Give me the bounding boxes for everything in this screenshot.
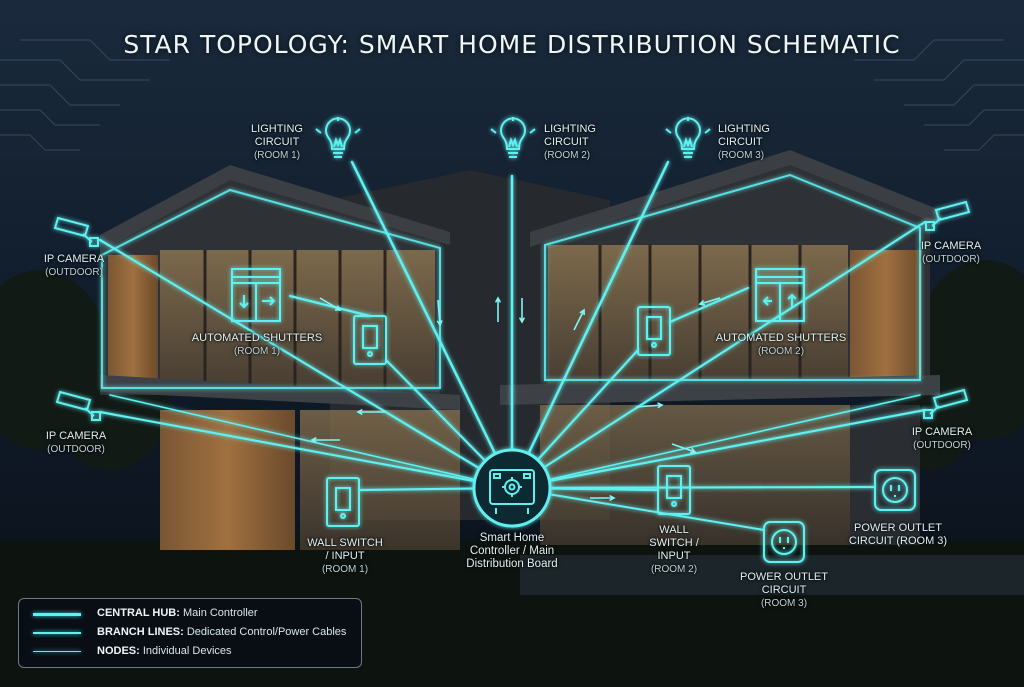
flow-arrowhead — [609, 494, 616, 502]
flow-arrowhead — [657, 402, 664, 409]
branch-camera-ur — [510, 220, 927, 490]
switch-room2-label: WALL SWITCH / INPUT(ROOM 2) — [649, 524, 699, 575]
flow-arrowhead — [334, 305, 342, 311]
legend-line-medium — [33, 632, 81, 634]
security-camera-icon[interactable] — [55, 390, 101, 421]
flow-arrow — [319, 297, 341, 311]
shutter-window-icon[interactable] — [231, 268, 281, 322]
shutters-room2-label: AUTOMATED SHUTTERS(ROOM 2) — [715, 332, 847, 357]
flow-arrow — [635, 404, 663, 408]
flow-arrow — [671, 443, 696, 453]
branch-lighting-3 — [510, 160, 670, 490]
page-title: STAR TOPOLOGY: SMART HOME DISTRIBUTION S… — [123, 30, 901, 59]
flow-arrow — [699, 297, 721, 305]
legend: CENTRAL HUB: Main Controller BRANCH LINE… — [18, 598, 362, 668]
wall-switch-icon[interactable] — [326, 477, 360, 527]
camera-lower-left-label: IP CAMERA(OUTDOOR) — [45, 430, 107, 455]
flow-arrowhead — [579, 308, 585, 316]
branch-switch1-shutter — [288, 294, 372, 318]
branch-switch2-shutter — [668, 286, 750, 324]
wall-switch-icon[interactable] — [657, 465, 691, 515]
lighting-3-label: LIGHTING CIRCUIT(ROOM 3) — [718, 123, 770, 161]
branch-floor-left — [109, 394, 513, 489]
circuit-trace-decoration — [0, 39, 1024, 151]
flow-arrowhead — [689, 447, 697, 454]
flow-arrowhead — [698, 299, 706, 306]
security-camera-icon[interactable] — [923, 388, 969, 419]
flow-arrowhead — [310, 436, 317, 444]
switch-room1-label: WALL SWITCH / INPUT(ROOM 1) — [307, 537, 383, 575]
lightbulb-icon[interactable] — [665, 117, 711, 158]
lightbulb-icon[interactable] — [490, 117, 536, 158]
flow-arrow — [437, 299, 441, 326]
branch-camera-ul — [98, 238, 514, 490]
power-outlet-icon[interactable] — [874, 469, 916, 511]
flow-arrowhead — [518, 317, 526, 324]
flow-arrow — [573, 309, 585, 331]
legend-line-thin — [33, 651, 81, 652]
branch-floor-right — [511, 394, 921, 489]
security-camera-icon[interactable] — [53, 216, 99, 247]
lighting-2-label: LIGHTING CIRCUIT(ROOM 2) — [544, 123, 596, 161]
camera-upper-right-label: IP CAMERA(OUTDOOR) — [920, 240, 982, 265]
security-camera-icon[interactable] — [925, 200, 971, 231]
outlet-b-label: POWER OUTLET CIRCUIT (ROOM 3) — [848, 522, 948, 547]
shutters-room1-label: AUTOMATED SHUTTERS(ROOM 1) — [191, 332, 323, 357]
camera-upper-left-label: IP CAMERA(OUTDOOR) — [43, 253, 105, 278]
lighting-1-label: LIGHTING CIRCUIT(ROOM 1) — [251, 123, 303, 161]
branch-lines — [98, 160, 927, 531]
shutter-window-icon[interactable] — [755, 268, 805, 322]
wall-switch-icon[interactable] — [637, 306, 671, 356]
outlet-a-label: POWER OUTLET CIRCUIT(ROOM 3) — [739, 571, 828, 609]
lightbulb-icon[interactable] — [315, 117, 361, 158]
branch-camera-lr — [510, 408, 927, 490]
camera-lower-right-label: IP CAMERA(OUTDOOR) — [911, 426, 973, 451]
branch-outlet-a — [510, 485, 876, 490]
branch-outlet-b — [511, 487, 765, 531]
hub-label: Smart Home Controller / Main Distributio… — [466, 532, 558, 570]
flow-arrowhead — [436, 320, 443, 327]
legend-line-thick — [33, 613, 81, 616]
branch-camera-ll — [98, 410, 514, 490]
central-hub[interactable] — [472, 448, 552, 528]
flow-arrows — [310, 296, 721, 502]
wall-switch-icon[interactable] — [353, 315, 387, 365]
controller-gear-icon — [493, 473, 531, 514]
branch-lighting-1 — [350, 160, 514, 490]
flow-arrowhead — [356, 408, 363, 416]
power-outlet-icon[interactable] — [763, 521, 805, 563]
flow-arrowhead — [494, 296, 502, 303]
